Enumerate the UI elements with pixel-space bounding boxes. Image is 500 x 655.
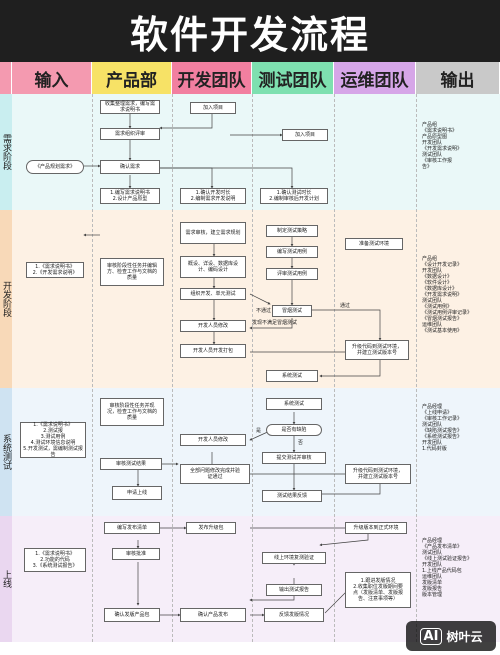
column-header-2: 开发团队 (172, 62, 252, 94)
phase-label-requirements: 需求阶段 (0, 94, 12, 210)
label-smoke-fail: 发现不满足冒烟测试 (252, 320, 298, 326)
dev-confirm-duration: 1.确认开发时长 2.编制需求开发说明 (180, 188, 246, 204)
dev-design: 概设、详设、数据库设 计、编码设计 (180, 256, 246, 278)
ops-upgrade-prod: 升级版本到正式环境 (345, 522, 407, 534)
test-confirm-duration: 1.确认测试时长 2.编制审核后开发计划 (260, 188, 328, 204)
dev-fix: 开发人员修改 (180, 320, 246, 332)
product-approve: 审核批准 (112, 548, 160, 560)
ops-upgrade-test-env: 升级代码到测试环境， 并建立测试版本号 (345, 340, 409, 360)
test-submit-review: 提交测试并审核 (262, 452, 326, 464)
phase-label-launch: 上线 (0, 516, 12, 642)
dev-join-project: 加入项目 (190, 102, 236, 114)
test-review-cases: 评审测试用例 (266, 268, 318, 280)
label-not-pass: 不通过 (256, 308, 272, 314)
test-write-cases: 编写测试用例 (266, 246, 318, 258)
dev-publish-package: 发布升级包 (186, 522, 236, 534)
test-result-feedback: 测试结果反馈 (262, 490, 322, 502)
corner-cell (0, 62, 12, 94)
column-header-5: 输出 (416, 62, 500, 94)
input-dev-docs: 1.《需求说明书》 2.《开发需求说明》 (26, 262, 84, 278)
dev-all-fixed: 全部问题修改完成并验 证通过 (180, 464, 250, 484)
test-system-run: 系统测试 (266, 398, 322, 410)
output-requirements: 产品组 《需求说明书》 产品原型图 开发团队 《开发需求说明》 测试团队 《审核… (422, 122, 463, 170)
lane-divider (416, 94, 417, 642)
product-confirm-package: 确认发版产品包 (104, 608, 160, 622)
dev-fix-bugs: 开发人员修改 (180, 434, 246, 446)
test-join-project: 加入项目 (282, 129, 328, 141)
label-yes: 是 (256, 428, 262, 434)
label-pass: 通过 (340, 303, 351, 309)
product-review-results: 审核测试结果 (100, 458, 162, 470)
test-strategy: 制定测试策略 (266, 225, 318, 237)
brand-name: 树叶云 (446, 629, 483, 644)
test-has-defects: 是否有缺陷 (266, 424, 322, 436)
dev-unit-test: 组织开发、单元测试 (180, 288, 246, 300)
test-output-report: 输出测试报告 (266, 584, 322, 596)
column-header-0: 输入 (12, 62, 92, 94)
phase-label-development: 开发阶段 (0, 210, 12, 388)
ai-badge-icon: AI (419, 627, 443, 645)
lane-divider (252, 94, 253, 642)
output-development: 产品组 《设计开发记录》 开发团队 《数据设计》 《软件设计》 《数据库设计》 … (422, 256, 473, 334)
lane-divider (92, 94, 93, 642)
input-test-docs: 1.《需求说明书》 2.测试报 3.测试用例 4.测试环境信息说明 5.开发测试… (20, 422, 86, 458)
step-write-spec: 1.编写需求说明书 2.设计产品原型 (100, 188, 160, 204)
label-no: 否 (298, 440, 304, 446)
lane-divider (334, 94, 335, 642)
column-header-1: 产品部 (92, 62, 172, 94)
dev-requirement-plan: 需求审核，建立需求规划 (180, 222, 246, 244)
step-review-requirements: 需求组织评审 (100, 128, 160, 140)
ops-upgrade-test-env-2: 升级代码到测试环境， 并建立测试版本号 (345, 464, 411, 484)
lane-divider (172, 94, 173, 642)
column-header-4: 运维团队 (334, 62, 416, 94)
test-smoke: 冒烟测试 (272, 305, 312, 317)
product-review-progress: 审核阶段性任务并现 况，检查工作与文档的 质量 (100, 398, 164, 426)
phase-label-testing: 系统测试 (0, 388, 12, 516)
test-release-feedback: 反馈发版情况 (264, 608, 324, 622)
step-collect-requirements: 收集整理需求，编写需求说明书 (100, 100, 160, 114)
input-product-plan: 《产品规划需求》 (26, 160, 84, 174)
page-title: 软件开发流程 (0, 0, 500, 62)
ops-prepare-env: 准备测试环境 (345, 238, 403, 250)
column-header-3: 测试团队 (252, 62, 334, 94)
step-confirm-requirements: 确认需求 (100, 160, 160, 174)
product-release-list: 编写发布清单 (104, 522, 160, 534)
output-launch: 产品经理 《产品发布清单》 测试团队 《线上测试验证报告》 开发团队 1.上线产… (422, 538, 473, 598)
ops-follow-release: 1.跟进发版情况 2.收集职位发版期间要 点（发版清单、发版报 告、注意事项等） (345, 572, 411, 608)
product-apply-launch: 申请上线 (112, 486, 162, 500)
output-testing: 产品经理 《上线申请》 《审核工作记录》 测试团队 《缺陷测试报告》 《系统测试… (422, 404, 463, 452)
input-launch-docs: 1.《需求说明书》 2.功能的代码 3.《系统测试报告》 (24, 548, 86, 572)
test-online-verify: 线上环境复测验证 (262, 552, 326, 564)
test-system: 系统测试 (266, 370, 318, 382)
dev-confirm-release: 确认产品发布 (180, 608, 246, 622)
brand-watermark: AI 树叶云 (406, 621, 496, 651)
product-review-tasks: 审核阶段性任务并编辑 方、检查工作与文档的 质量 (100, 258, 164, 286)
dev-package: 开发人员开发打包 (180, 344, 246, 358)
